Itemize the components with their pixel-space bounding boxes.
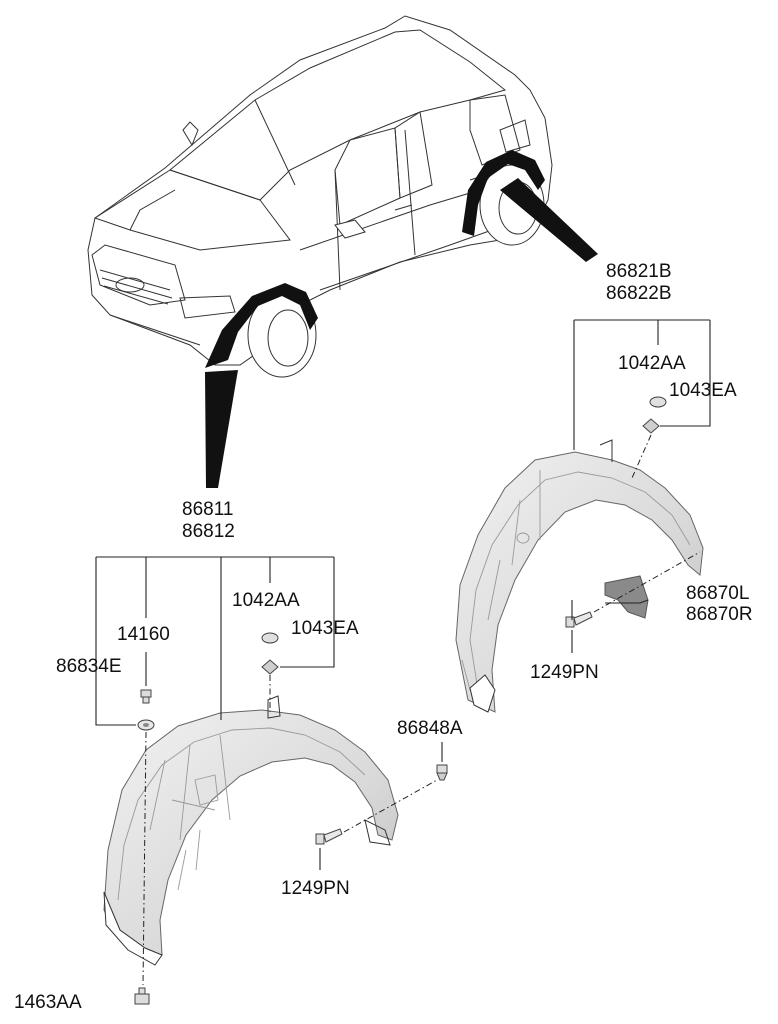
rear-bracket-label-r: 86870R (686, 604, 753, 625)
rear-liner-code-2: 86822B (606, 283, 672, 304)
rear-liner-highlight (462, 150, 545, 236)
front-bolt-1463-label: 1463AA (14, 992, 82, 1013)
rear-screw-icon (565, 611, 593, 628)
front-screw-icon (315, 828, 343, 845)
front-14160-label: 14160 (117, 624, 170, 645)
rear-nut-1043-label: 1043EA (669, 380, 737, 401)
front-liner-pointer (205, 370, 238, 488)
front-liner-highlight (205, 283, 318, 368)
rear-nut-1043-icon (642, 418, 660, 434)
rear-screw-label: 1249PN (530, 662, 599, 683)
rear-liner-code-1: 86821B (606, 261, 672, 282)
front-clip-1042-icon (261, 632, 279, 644)
front-clip-86848-label: 86848A (397, 718, 463, 739)
rear-clip-1042-icon (649, 396, 667, 408)
front-screw-label: 1249PN (281, 878, 350, 899)
front-86834-label: 86834E (56, 656, 122, 677)
axis-lines (142, 434, 701, 986)
rear-liner-pointer (500, 178, 598, 262)
leader-lines (95, 319, 711, 870)
front-bolt-1463-icon (134, 987, 150, 1005)
rear-wheel-liner (455, 439, 704, 713)
front-clip-14160-icon (140, 689, 152, 704)
rear-clip-1042-label: 1042AA (618, 353, 686, 374)
front-nut-1043-icon (261, 659, 279, 675)
front-liner-code-2: 86812 (182, 521, 235, 542)
rear-bracket-label-l: 86870L (686, 583, 749, 604)
front-clip-86848-icon (436, 764, 448, 781)
front-nut-1043-label: 1043EA (291, 618, 359, 639)
front-clip-1042-label: 1042AA (232, 590, 300, 611)
rear-bracket-part (604, 575, 649, 619)
front-liner-code-1: 86811 (182, 499, 233, 520)
front-wheel-liner (103, 695, 399, 966)
car-illustration (87, 15, 553, 378)
